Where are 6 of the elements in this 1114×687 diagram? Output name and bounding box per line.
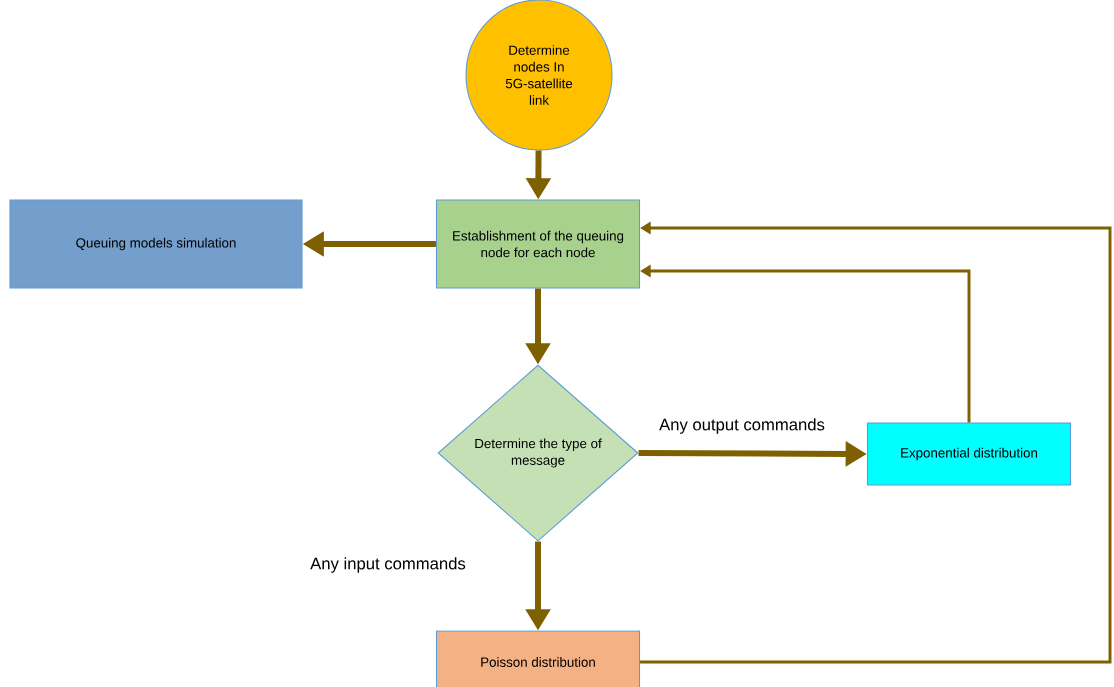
process-box: Establishment of the queuing node for each node (435, 199, 641, 289)
edge-label: Any output commands (657, 416, 827, 436)
process-box: Poisson distribution (435, 630, 641, 687)
edge-label: Any input commands (308, 555, 468, 575)
process-box: Queuing models simulation (9, 199, 303, 289)
process-box: Exponential distribution (866, 422, 1072, 486)
